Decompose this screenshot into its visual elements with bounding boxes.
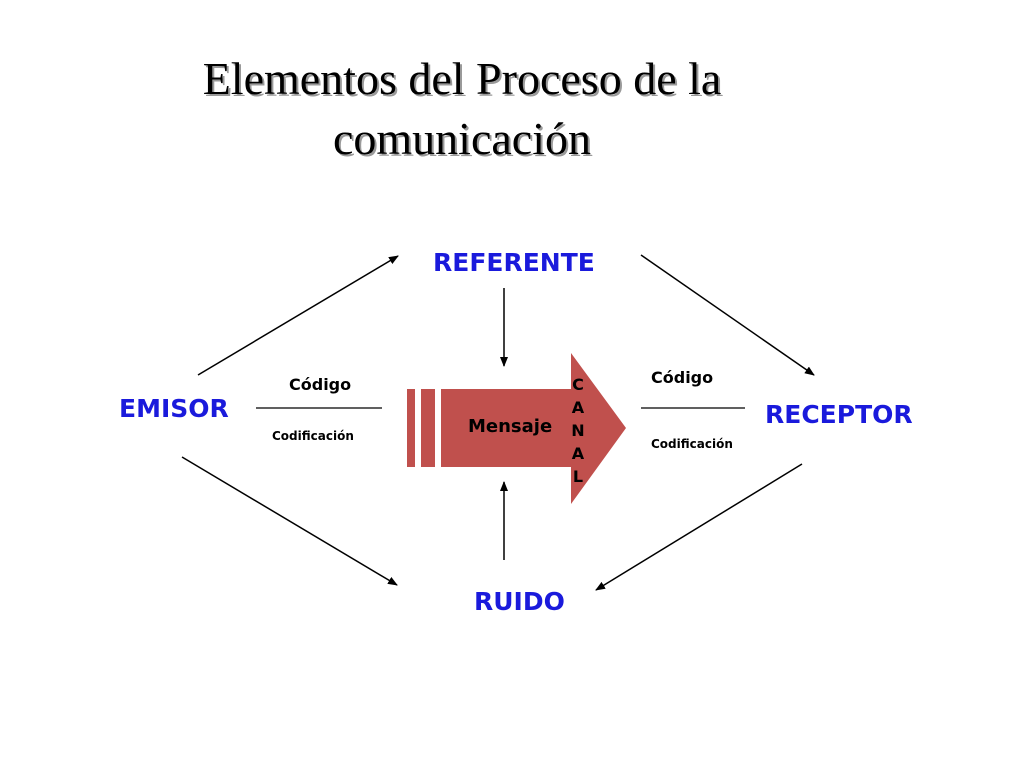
arrow-receptor-to-ruido — [595, 463, 803, 591]
left-code-label: Código — [289, 375, 352, 394]
page-title-line-1: Elementos del Proceso de la — [202, 53, 722, 104]
right-code-label: Código — [651, 368, 714, 387]
node-ruido: RUIDO — [474, 587, 565, 616]
canal-letter-3: N — [571, 421, 585, 440]
canal-letter-2: A — [571, 398, 585, 417]
message-arrow — [407, 353, 626, 504]
arrow-emisor-to-ruido — [181, 456, 398, 586]
arrow-emisor-to-referente — [197, 255, 399, 376]
message-arrow-stripe-1 — [407, 389, 415, 467]
message-arrow-stripe-2 — [421, 389, 435, 467]
canal-letter-4: A — [571, 444, 585, 463]
right-encoding-label: Codificación — [651, 437, 733, 451]
arrow-referente-to-receptor — [640, 254, 815, 376]
node-referente: REFERENTE — [433, 248, 595, 277]
canal-letter-1: C — [572, 375, 584, 394]
node-receptor: RECEPTOR — [765, 400, 913, 429]
canal-letter-5: L — [572, 467, 584, 486]
left-encoding-label: Codificación — [272, 429, 354, 443]
message-arrow-body — [441, 353, 626, 504]
node-emisor: EMISOR — [119, 394, 229, 423]
message-label: Mensaje — [468, 416, 553, 437]
page-title-line-2: comunicación — [332, 113, 591, 164]
